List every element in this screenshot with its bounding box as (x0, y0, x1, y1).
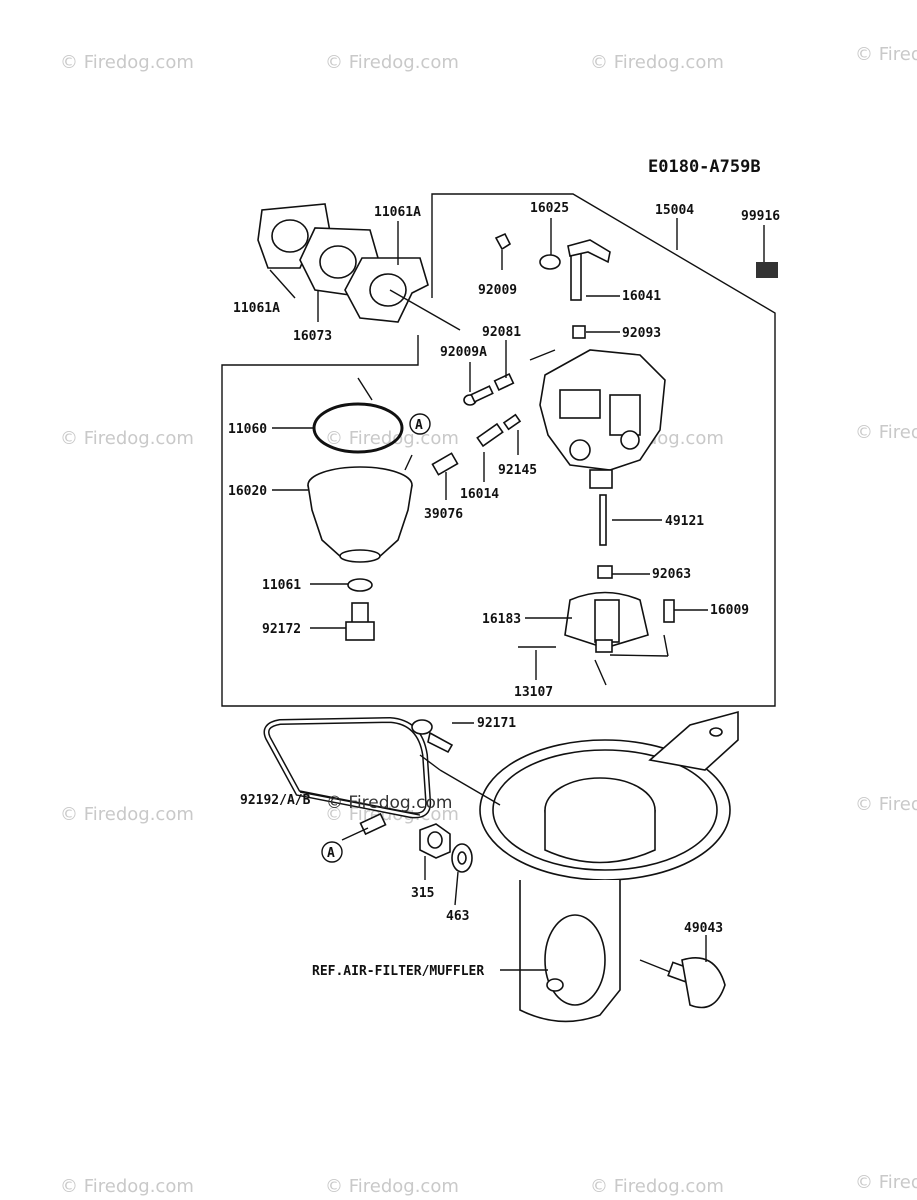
air-filter-base (479, 710, 739, 1023)
diagram-code: E0180-A759B (648, 157, 761, 177)
nut-315 (419, 823, 451, 859)
adjust-screws (431, 373, 522, 476)
watermark: © Firedog.com (590, 52, 724, 73)
leader-lines (269, 218, 765, 973)
lock-washer-463 (451, 843, 473, 873)
part-label: 11061A (374, 205, 421, 220)
kit-99916 (756, 262, 778, 278)
part-label: 315 (411, 886, 434, 901)
watermark: © Firedog.com (60, 804, 194, 825)
callout-A-upper: A (409, 413, 431, 435)
watermark: © Firedog.com (60, 1176, 194, 1197)
watermark: © Firedog.com (855, 44, 917, 65)
part-label: 92081 (482, 325, 521, 340)
plug-49043 (667, 957, 726, 1009)
part-label: 16025 (530, 201, 569, 216)
watermark: © Firedog.com (325, 1176, 459, 1197)
part-label: 16020 (228, 484, 267, 499)
part-label: 463 (446, 909, 469, 924)
callout-A-letter: A (415, 418, 423, 433)
gasket-hole (271, 219, 309, 253)
part-label: 92063 (652, 567, 691, 582)
throttle-plate (539, 254, 561, 270)
float-16183 (564, 591, 649, 653)
choke-assembly (494, 232, 778, 339)
assembly-outline (221, 193, 776, 707)
pin-16009 (663, 599, 675, 623)
carburetor-body (539, 349, 666, 489)
part-label: 11061A (233, 301, 280, 316)
needle-49121 (599, 494, 607, 546)
part-label: 92145 (498, 463, 537, 478)
watermark: © Firedog.com (855, 422, 917, 443)
watermark: © Firedog.com (590, 1176, 724, 1197)
part-label: 92192/A/B (240, 793, 311, 808)
bolt-92172 (345, 602, 375, 641)
part-label: 99916 (741, 209, 780, 224)
part-label: 11061 (262, 578, 301, 593)
gasket-hole (369, 273, 407, 307)
watermark: © Firedog.com (60, 428, 194, 449)
watermark: © Firedog.com (326, 793, 452, 813)
watermark: © Firedog.com (60, 52, 194, 73)
clip-92171 (411, 719, 454, 754)
part-label: 16014 (460, 487, 499, 502)
gasket-hole (319, 245, 357, 279)
part-label: 92093 (622, 326, 661, 341)
part-label: 49121 (665, 514, 704, 529)
ref-air-filter-muffler-label: REF.AIR-FILTER/MUFFLER (312, 964, 484, 979)
seal-92093 (572, 325, 586, 339)
part-label: 92171 (477, 716, 516, 731)
watermark: © Firedog.com (855, 1172, 917, 1193)
part-label: 39076 (424, 507, 463, 522)
washer-11061 (347, 578, 373, 592)
part-label: 13107 (514, 685, 553, 700)
watermark: © Firedog.com (325, 52, 459, 73)
part-label: 16183 (482, 612, 521, 627)
callout-A-lower: A (321, 841, 343, 863)
part-label: 92172 (262, 622, 301, 637)
jet-92063 (597, 565, 613, 579)
callout-A-letter: A (327, 846, 335, 861)
gasket-group (257, 203, 429, 323)
part-label: 92009 (478, 283, 517, 298)
part-label: 16073 (293, 329, 332, 344)
screw-92009 (494, 232, 512, 251)
part-label: 92009A (440, 345, 487, 360)
part-label: 16009 (710, 603, 749, 618)
watermark: © Firedog.com (325, 428, 459, 449)
part-labels: 11061A 11061A 16073 16025 15004 99916 92… (228, 201, 780, 979)
part-label: 16041 (622, 289, 661, 304)
part-label: 15004 (655, 203, 694, 218)
part-label: 11060 (228, 422, 267, 437)
part-label: 49043 (684, 921, 723, 936)
float-bowl-16020 (307, 454, 413, 563)
watermark: © Firedog.com (855, 794, 917, 815)
